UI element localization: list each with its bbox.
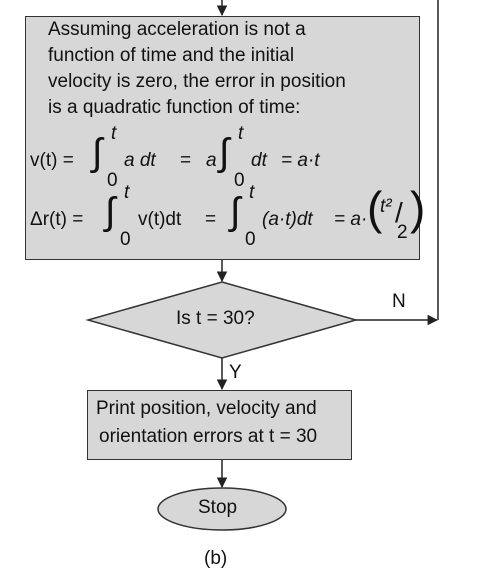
eq2-right-paren: ) [410,182,426,234]
stop-ellipse [157,487,287,531]
no-label: N [392,291,406,312]
eq2-rhs: = a· [334,209,368,230]
eq1-rhs: = a·t [281,150,320,171]
eq2-integrand: v(t)dt [138,209,182,230]
eq2-integral-sign: ∫ [105,191,116,233]
eq1-integral-sign-2: ∫ [219,132,230,174]
print-text-line-1: Print position, velocity and [96,398,317,419]
decision-label: Is t = 30? [176,308,255,329]
print-box [87,390,352,460]
print-text-line-2: orientation errors at t = 30 [99,426,318,447]
eq2-frac-numerator: t² [380,196,392,217]
eq2-frac-slash: / [395,197,403,228]
eq2-upper-limit: t [124,182,130,203]
process-text-line-4: is a quadratic function of time: [48,97,301,118]
eq1-lower-limit: 0 [107,170,118,191]
eq1-integrand: a dt [124,150,156,171]
eq2-integrand-2: (a·t)dt [262,209,313,230]
figure-caption: (b) [204,548,228,569]
process-box [25,16,420,260]
process-text-line-1: Assuming acceleration is not a [48,19,306,40]
eq2-upper-limit-2: t [249,182,255,203]
eq1-lower-limit-2: 0 [234,170,245,191]
eq2-lhs: Δr(t) = [30,209,84,230]
eq2-frac-denominator: 2 [397,222,408,243]
process-text-line-2: function of time and the initial [48,45,295,66]
yes-label: Y [229,362,242,383]
eq1-integral-sign: ∫ [92,132,103,174]
eq2-lower-limit-2: 0 [245,229,256,250]
eq2-integral-sign-2: ∫ [230,191,241,233]
eq2-lower-limit: 0 [120,229,131,250]
eq1-upper-limit-2: t [238,123,244,144]
stop-label: Stop [198,497,238,518]
eq2-equals: = [205,209,217,230]
eq1-upper-limit: t [111,123,117,144]
process-text-line-3: velocity is zero, the error in position [48,71,346,92]
eq1-lhs: v(t) = [30,150,74,171]
eq1-integrand-2: dt [251,150,267,171]
eq1-coef: a [206,150,217,171]
eq1-equals: = [180,150,192,171]
eq2-left-paren: ( [367,182,383,234]
